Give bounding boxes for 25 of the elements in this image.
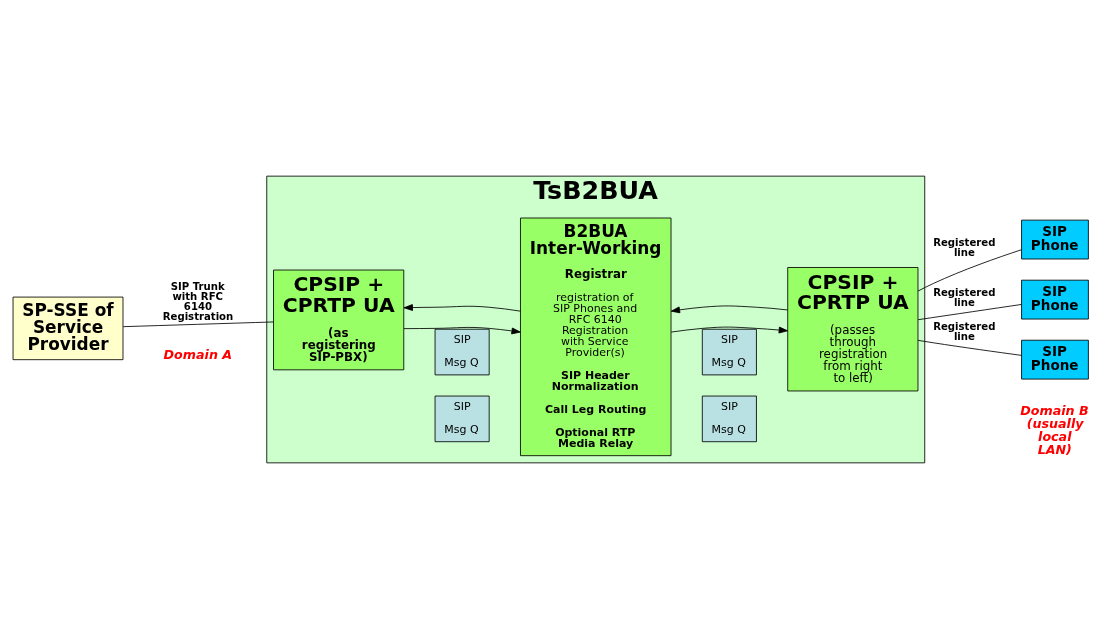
label: Domain B (usually local LAN) bbox=[1020, 402, 1089, 457]
connector bbox=[917, 339, 1022, 356]
arrow bbox=[670, 326, 788, 333]
node-box: CPSIP + CPRTP UA (passes through registration from right to left) bbox=[787, 266, 919, 391]
edge-label: Registered line bbox=[933, 286, 996, 308]
connector bbox=[917, 303, 1022, 320]
edge-label: Registered line bbox=[933, 236, 996, 258]
node-box: B2BUA Inter-Working Registrar registration of SIP Phones and RFC 6140 Registration with Service Provider(s) SIP Header Normalization Call Leg Routing Optional RTP Media Relay bbox=[520, 217, 672, 456]
label: Domain A bbox=[163, 346, 233, 362]
node-box: SIP Phone bbox=[1021, 279, 1089, 319]
node-box: SP-SSE of Service Provider bbox=[12, 296, 124, 360]
node-box: SIP Msg Q bbox=[434, 328, 490, 375]
edge-label: Registered line bbox=[933, 320, 996, 342]
arrow bbox=[403, 303, 521, 312]
node-box: SIP Phone bbox=[1021, 339, 1089, 380]
arrow bbox=[403, 326, 521, 334]
connector bbox=[917, 248, 1022, 291]
arrow bbox=[670, 305, 788, 313]
node-box: SIP Msg Q bbox=[434, 395, 490, 442]
node-box: SIP Phone bbox=[1021, 219, 1089, 259]
node-box: CPSIP + CPRTP UA (as registering SIP-PBX) bbox=[273, 269, 405, 370]
connector bbox=[122, 321, 274, 327]
node-box: SIP Msg Q bbox=[701, 395, 757, 442]
node-box: SIP Msg Q bbox=[701, 328, 757, 375]
edge-label: SIP Trunk with RFC 6140 Registration bbox=[162, 280, 234, 322]
